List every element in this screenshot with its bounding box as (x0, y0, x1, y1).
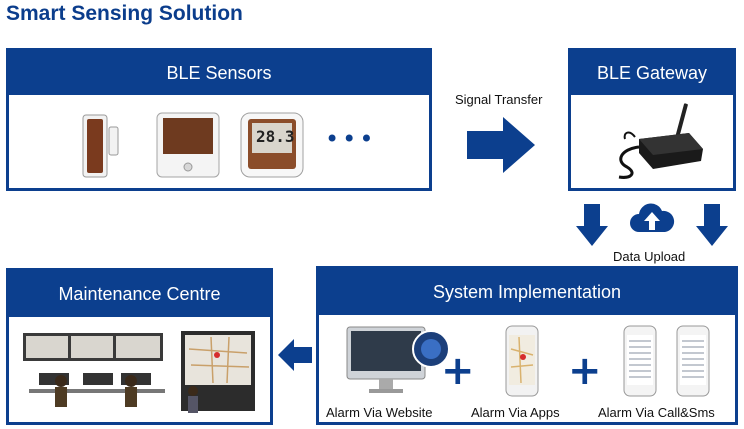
control-room-icon (23, 331, 255, 413)
door-sensor-icon (82, 114, 119, 178)
plus-icon-1: + (441, 348, 475, 394)
desktop-monitor-icon (346, 326, 449, 393)
ble-gateway-header: BLE Gateway (571, 51, 733, 95)
cloud-upload-icon (630, 203, 675, 232)
alarm-apps-label: Alarm Via Apps (471, 405, 560, 420)
data-upload-arrow-left-icon (576, 204, 608, 246)
system-implementation-panel: System Implementation + + Alarm Via Webs… (316, 266, 738, 425)
page-title: Smart Sensing Solution (6, 2, 243, 25)
report-arrow-icon (278, 339, 312, 371)
smartphone-map-icon (505, 325, 539, 397)
alarm-call-sms-label: Alarm Via Call&Sms (598, 405, 715, 420)
system-implementation-header: System Implementation (319, 269, 735, 315)
gateway-device-icon (618, 103, 703, 179)
more-sensors-indicator: ••• (325, 125, 377, 153)
maintenance-centre-panel: Maintenance Centre (6, 268, 273, 425)
panel-sensor-icon (156, 112, 220, 178)
smartphone-list-icon (623, 325, 710, 397)
thermometer-sensor-icon (240, 112, 304, 178)
ble-gateway-panel: BLE Gateway (568, 48, 736, 191)
ble-sensors-panel: BLE Sensors 28.3 ••• (6, 48, 432, 191)
data-upload-arrow-right-icon (696, 204, 728, 246)
plus-icon-2: + (568, 348, 602, 394)
signal-transfer-label: Signal Transfer (455, 92, 543, 107)
signal-transfer-arrow-icon (467, 117, 535, 173)
ble-sensors-header: BLE Sensors (9, 51, 429, 95)
alarm-website-label: Alarm Via Website (326, 405, 433, 420)
thermometer-display-value: 28.3 (256, 127, 295, 146)
maintenance-centre-header: Maintenance Centre (9, 271, 270, 317)
data-upload-label: Data Upload (613, 249, 686, 264)
